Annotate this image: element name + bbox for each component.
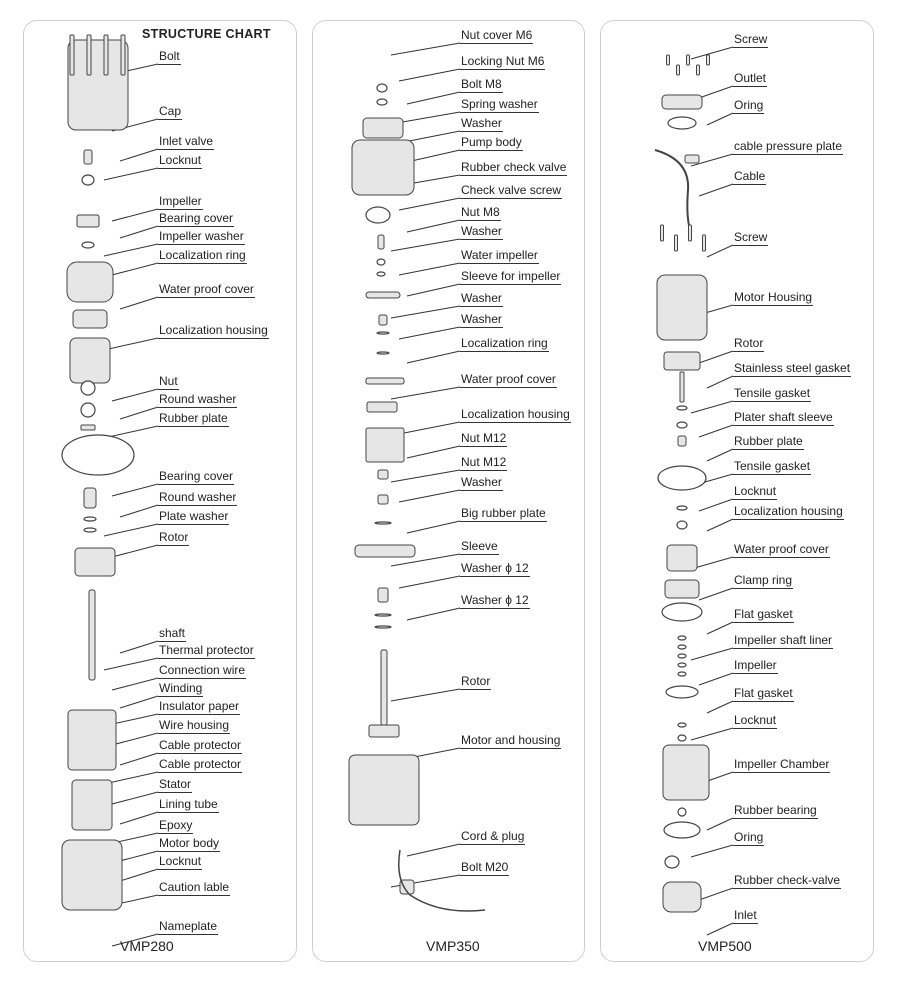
part-label: Localization ring [460, 336, 549, 352]
panel-vmp500 [600, 20, 874, 962]
part-label: Bolt M8 [460, 77, 503, 93]
part-label: Thermal protector [158, 643, 255, 659]
part-label: Stator [158, 777, 193, 793]
part-label: Winding [158, 681, 204, 697]
part-label: Localization housing [460, 407, 571, 423]
part-label: Locknut [158, 153, 203, 169]
part-label: Water proof cover [460, 372, 557, 388]
part-label: Lining tube [158, 797, 219, 813]
part-label: Impeller shaft liner [733, 633, 834, 649]
part-label: cable pressure plate [733, 139, 844, 155]
part-label: Plate washer [158, 509, 230, 525]
part-label: Pump body [460, 135, 523, 151]
part-label: Flat gasket [733, 686, 794, 702]
part-label: Rotor [158, 530, 190, 546]
part-label: Inlet valve [158, 134, 215, 150]
part-label: Washer [460, 291, 503, 307]
part-label: Outlet [733, 71, 768, 87]
part-label: Clamp ring [733, 573, 794, 589]
part-label: Cable protector [158, 757, 243, 773]
part-label: Rubber plate [158, 411, 229, 427]
part-label: Locknut [733, 484, 778, 500]
part-label: Big rubber plate [460, 506, 547, 522]
part-label: Washer [460, 312, 503, 328]
part-label: Screw [733, 32, 769, 48]
part-label: Locking Nut M6 [460, 54, 546, 70]
part-label: Rubber plate [733, 434, 804, 450]
part-label: Nut M12 [460, 455, 508, 471]
part-label: Impeller washer [158, 229, 245, 245]
part-label: Bolt M20 [460, 860, 510, 876]
part-label: Sleeve for impeller [460, 269, 562, 285]
part-label: Cap [158, 104, 183, 120]
part-label: Nameplate [158, 919, 219, 935]
part-label: Water impeller [460, 248, 539, 264]
part-label: Connection wire [158, 663, 247, 679]
part-label: Caution lable [158, 880, 231, 896]
part-label: Screw [733, 230, 769, 246]
part-label: Wire housing [158, 718, 231, 734]
chart-title: STRUCTURE CHART [142, 27, 271, 41]
part-label: Round washer [158, 392, 238, 408]
part-label: Rotor [733, 336, 765, 352]
part-label: Cord & plug [460, 829, 526, 845]
part-label: Bearing cover [158, 469, 235, 485]
part-label: Stainless steel gasket [733, 361, 852, 377]
part-label: shaft [158, 626, 187, 642]
part-label: Cable [733, 169, 767, 185]
part-label: Insulator paper [158, 699, 241, 715]
part-label: Motor Housing [733, 290, 814, 306]
model-label-vmp280: VMP280 [120, 938, 174, 954]
part-label: Spring washer [460, 97, 539, 113]
part-label: Rubber check valve [460, 160, 568, 176]
part-label: Oring [733, 830, 765, 846]
part-label: Tensile gasket [733, 386, 812, 402]
part-label: Localization housing [733, 504, 844, 520]
part-label: Bearing cover [158, 211, 235, 227]
part-label: Localization ring [158, 248, 247, 264]
part-label: Plater shaft sleeve [733, 410, 834, 426]
part-label: Nut M8 [460, 205, 501, 221]
part-label: Localization housing [158, 323, 269, 339]
part-label: Flat gasket [733, 607, 794, 623]
part-label: Washer [460, 116, 503, 132]
part-label: Round washer [158, 490, 238, 506]
part-label: Tensile gasket [733, 459, 812, 475]
part-label: Washer ϕ 12 [460, 593, 530, 609]
part-label: Impeller [158, 194, 203, 210]
part-label: Bolt [158, 49, 181, 65]
part-label: Water proof cover [158, 282, 255, 298]
part-label: Locknut [733, 713, 778, 729]
part-label: Impeller Chamber [733, 757, 831, 773]
part-label: Motor and housing [460, 733, 562, 749]
part-label: Washer [460, 224, 503, 240]
part-label: Nut cover M6 [460, 28, 534, 44]
part-label: Cable protector [158, 738, 243, 754]
model-label-vmp350: VMP350 [426, 938, 480, 954]
part-label: Motor body [158, 836, 221, 852]
part-label: Nut [158, 374, 179, 390]
part-label: Inlet [733, 908, 758, 924]
part-label: Oring [733, 98, 765, 114]
panel-vmp280 [23, 20, 297, 962]
model-label-vmp500: VMP500 [698, 938, 752, 954]
part-label: Sleeve [460, 539, 499, 555]
part-label: Water proof cover [733, 542, 830, 558]
part-label: Rubber bearing [733, 803, 818, 819]
part-label: Check valve screw [460, 183, 563, 199]
part-label: Washer ϕ 12 [460, 561, 530, 577]
part-label: Rubber check-valve [733, 873, 842, 889]
part-label: Locknut [158, 854, 203, 870]
part-label: Impeller [733, 658, 778, 674]
part-label: Washer [460, 475, 503, 491]
part-label: Nut M12 [460, 431, 508, 447]
part-label: Rotor [460, 674, 492, 690]
part-label: Epoxy [158, 818, 194, 834]
